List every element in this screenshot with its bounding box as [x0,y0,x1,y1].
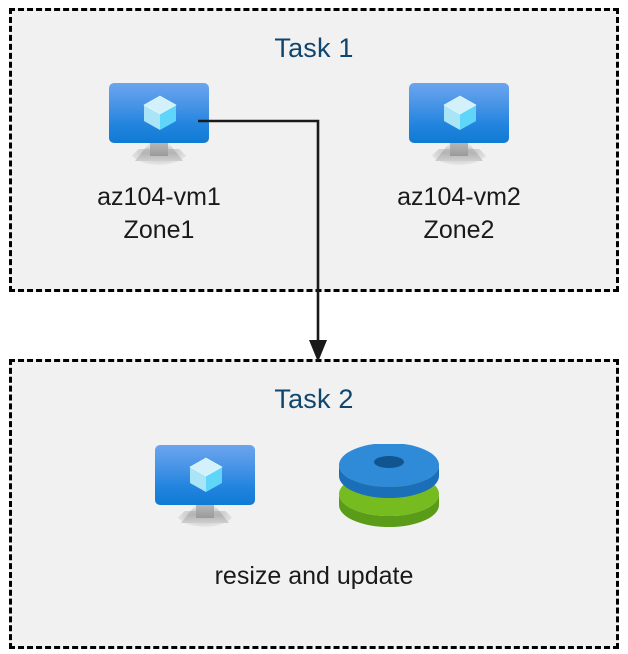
cube-icon [441,94,479,132]
task-2-container: Task 2 [9,359,619,649]
task-2-title: Task 2 [274,384,354,414]
virtual-machine-icon-vm1 [109,83,209,165]
vm2-caption: az104-vm2 Zone2 [397,183,521,244]
monitor-neck [450,142,468,156]
monitor-neck [150,142,168,156]
task-1-container: Task 1 az104-vm1 Zone1 [9,8,619,292]
blue-disk [339,443,439,498]
vm1-caption: az104-vm1 Zone1 [97,183,221,244]
cube-icon [141,94,179,132]
virtual-machine-icon-task2 [155,445,255,527]
task-1-title: Task 1 [274,33,354,63]
monitor-neck [196,504,214,518]
task-2-caption: resize and update [214,562,414,590]
cube-icon [187,456,225,494]
virtual-machine-icon-vm2 [409,83,509,165]
disks-icon [336,443,442,528]
